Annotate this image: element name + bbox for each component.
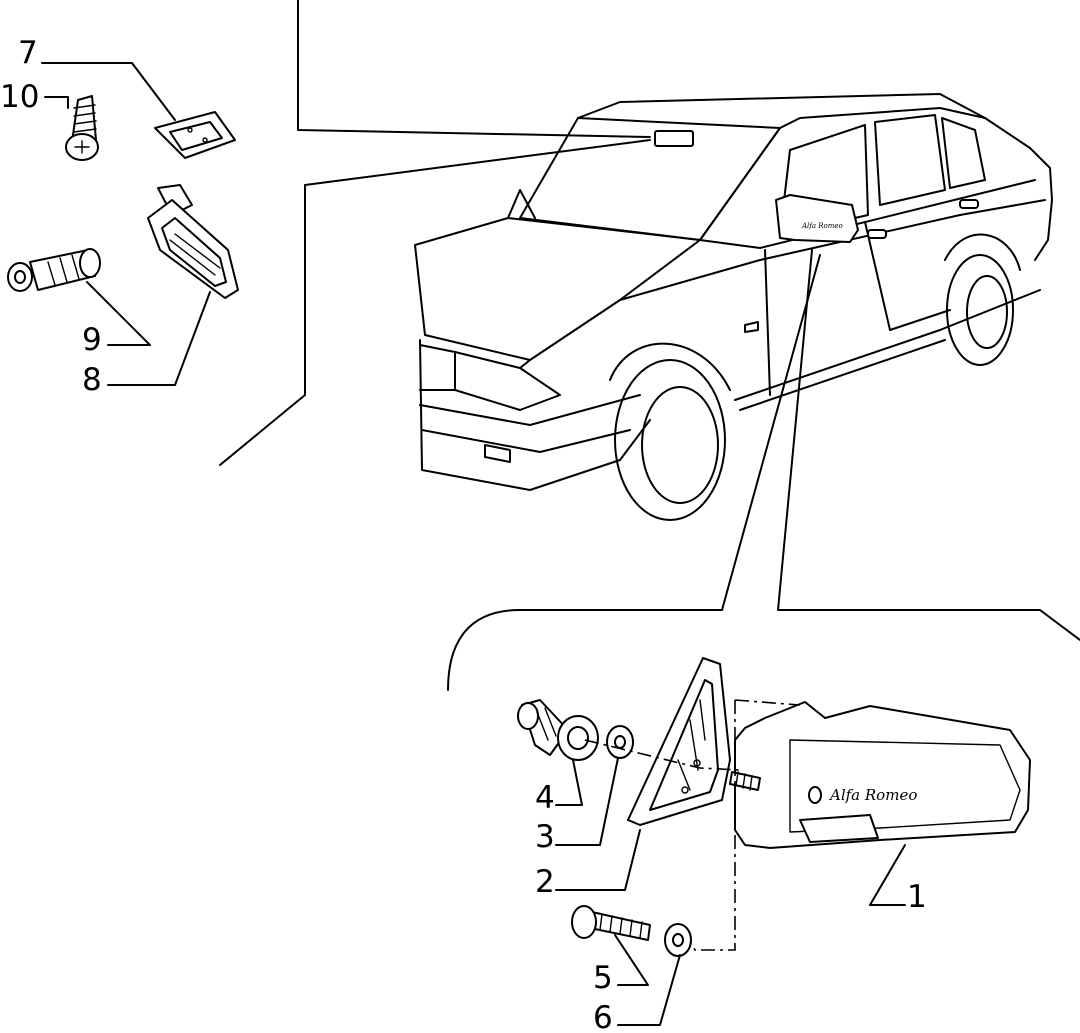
callout-3: 3 [535, 819, 555, 855]
part-6-nut [664, 923, 692, 957]
callout-9: 9 [82, 322, 102, 358]
part-1-mirror-housing: Alfa Romeo [734, 701, 1031, 849]
car-illustration: Alfa Romeo [414, 93, 1053, 521]
callout-7: 7 [18, 35, 38, 71]
part-9-pin [7, 248, 101, 292]
callout-4: 4 [535, 780, 555, 816]
part-10-screw [65, 95, 99, 161]
callout-2: 2 [535, 864, 555, 900]
callout-1: 1 [907, 879, 927, 915]
callout-5: 5 [593, 960, 613, 996]
callout-labels: 1 2 3 4 5 6 7 8 9 10 [0, 35, 927, 1033]
exterior-mirror-group: Alfa Romeo [517, 657, 1031, 1026]
part-5-bolt [571, 905, 651, 941]
part-7-bracket [154, 111, 236, 159]
part-2-plate [627, 657, 731, 826]
car-mirror-brand: Alfa Romeo [801, 222, 843, 230]
callout-6: 6 [593, 1000, 613, 1033]
leader-lines [219, 0, 1080, 691]
part-4-grommet [517, 699, 599, 761]
callout-10: 10 [0, 79, 39, 115]
part-3-washer [606, 725, 634, 759]
part-8-mirror [147, 184, 239, 299]
mirror-brand-text: Alfa Romeo [828, 786, 917, 804]
mirror-stud [729, 771, 761, 791]
interior-mirror-group [7, 62, 239, 386]
callout-8: 8 [82, 362, 102, 398]
